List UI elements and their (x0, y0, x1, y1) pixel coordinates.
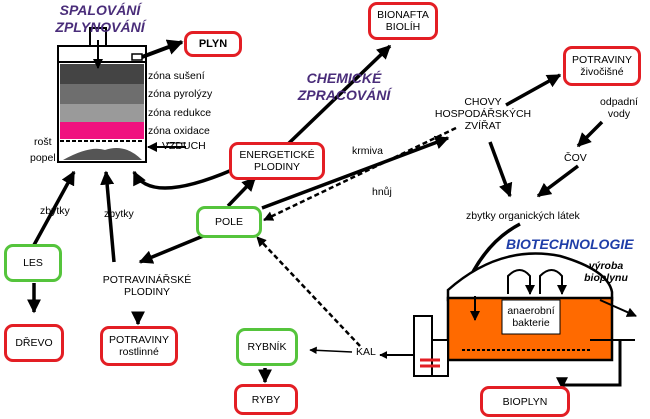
label-chovy-line2: HOSPODÁŘSKÝCH (434, 108, 532, 120)
title-gasification-line2: ZPLYNOVÁNÍ (55, 19, 145, 35)
arrow-hnuj (263, 126, 457, 222)
box-potraviny-ziv-line1: POTRAVINY (572, 54, 632, 66)
arrow-energeticke-to-bionafta (286, 44, 392, 146)
box-energeticke-line1: ENERGETICKÉ (239, 149, 315, 161)
ash-pile (63, 147, 142, 160)
zone-pyrolysis (60, 84, 144, 104)
label-zbytky-organickych: zbytky organických látek (466, 210, 580, 222)
label-chovy-line1: CHOVY (464, 96, 502, 108)
box-ryby: RYBY (234, 384, 298, 415)
zone-oxidation (60, 122, 144, 139)
label-potravinarske-plodiny: POTRAVINÁŘSKÉ PLODINY (92, 274, 202, 298)
label-anaerobni-line2: bakterie (512, 317, 550, 329)
arrow-potravinarske-to-reactor (100, 170, 116, 263)
label-vzduch: VZDUCH (162, 140, 206, 152)
box-pole: POLE (196, 206, 262, 238)
box-potraviny-ziv-line2: živočišné (580, 66, 624, 78)
box-potraviny-rost-line2: rostlinné (119, 346, 159, 358)
arrow-pole-to-energeticke (226, 176, 257, 208)
box-bionafta-line2: BIOLÍH (385, 21, 421, 33)
label-vyroba-line1: výroba (588, 260, 624, 272)
label-chovy: CHOVY HOSPODÁŘSKÝCH ZVÍŘAT (428, 96, 538, 132)
box-potraviny-zivocisne: POTRAVINY živočišné (563, 46, 641, 86)
arrow-chovy-to-zbytky (488, 141, 513, 198)
box-bionafta: BIONAFTA BIOLÍH (368, 2, 438, 40)
arrow-chovy-to-potraviny (505, 73, 562, 107)
arrow-kal-to-rybnik (309, 346, 353, 355)
arrow-odpadni-to-cov (576, 120, 604, 148)
label-anaerobni-bakterie: anaerobní bakterie (503, 305, 559, 329)
biogas-digester (413, 252, 637, 390)
title-gasification: SPALOVÁNÍ ZPLYNOVÁNÍ (48, 2, 152, 36)
label-odpadni-line2: vody (607, 108, 631, 120)
label-vyroba-line2: bioplynu (584, 272, 628, 284)
box-drevo: DŘEVO (4, 324, 64, 362)
arrow-cov-to-zbytky (536, 164, 580, 198)
label-popel: popel (30, 152, 56, 164)
arrow-kal-to-pole (256, 236, 361, 347)
box-potraviny-rost-line1: POTRAVINY (109, 334, 169, 346)
label-hnuj: hnůj (372, 186, 392, 198)
zone-label-reduction: zóna redukce (148, 107, 212, 119)
title-chemical: CHEMICKÉ ZPRACOVÁNÍ (296, 70, 392, 104)
gasifier-reactor (57, 27, 186, 163)
box-bioplyn: BIOPLYN (480, 386, 570, 417)
label-potravinarske-line1: POTRAVINÁŘSKÉ (102, 274, 192, 286)
label-odpadni-vody: odpadní vody (592, 96, 646, 120)
zone-reduction (60, 104, 144, 122)
box-energeticke-plodiny: ENERGETICKÉ PLODINY (229, 142, 325, 180)
box-energeticke-line2: PLODINY (253, 161, 301, 173)
arrow-energeticke-to-reactor (132, 168, 233, 190)
label-potravinarske-line2: PLODINY (123, 286, 171, 298)
zone-drying (60, 64, 144, 84)
zone-label-drying: zóna sušení (148, 70, 205, 82)
zone-label-pyrolysis: zóna pyrolýzy (148, 88, 213, 100)
label-zbytky-potraviny: zbytky (104, 208, 134, 220)
label-chovy-line3: ZVÍŘAT (464, 120, 502, 132)
title-chemical-line2: ZPRACOVÁNÍ (297, 87, 391, 103)
title-chemical-line1: CHEMICKÉ (306, 70, 382, 86)
title-biotech: BIOTECHNOLOGIE (506, 236, 634, 252)
arrow-krmiva (261, 135, 450, 210)
arrow-pole-to-potravinarske (138, 232, 209, 264)
box-potraviny-rostlinne: POTRAVINY rostlinné (100, 326, 178, 366)
box-plyn: PLYN (184, 31, 242, 57)
label-rost: rošt (34, 136, 52, 148)
arrow-les-to-reactor (32, 170, 76, 246)
label-vyroba-bioplynu: výroba bioplynu (570, 260, 642, 284)
zone-label-oxidation: zóna oxidace (148, 125, 210, 137)
label-zbytky-les: zbytky (40, 205, 70, 217)
box-bionafta-line1: BIONAFTA (377, 9, 429, 21)
box-rybnik: RYBNÍK (236, 328, 298, 366)
label-cov: ČOV (564, 152, 587, 164)
label-krmiva: krmiva (352, 145, 383, 157)
title-gasification-line1: SPALOVÁNÍ (59, 2, 141, 18)
label-anaerobni-line1: anaerobní (507, 305, 555, 317)
label-kal: KAL (356, 346, 376, 358)
box-les: LES (4, 244, 62, 282)
label-odpadni-line1: odpadní (600, 96, 638, 108)
